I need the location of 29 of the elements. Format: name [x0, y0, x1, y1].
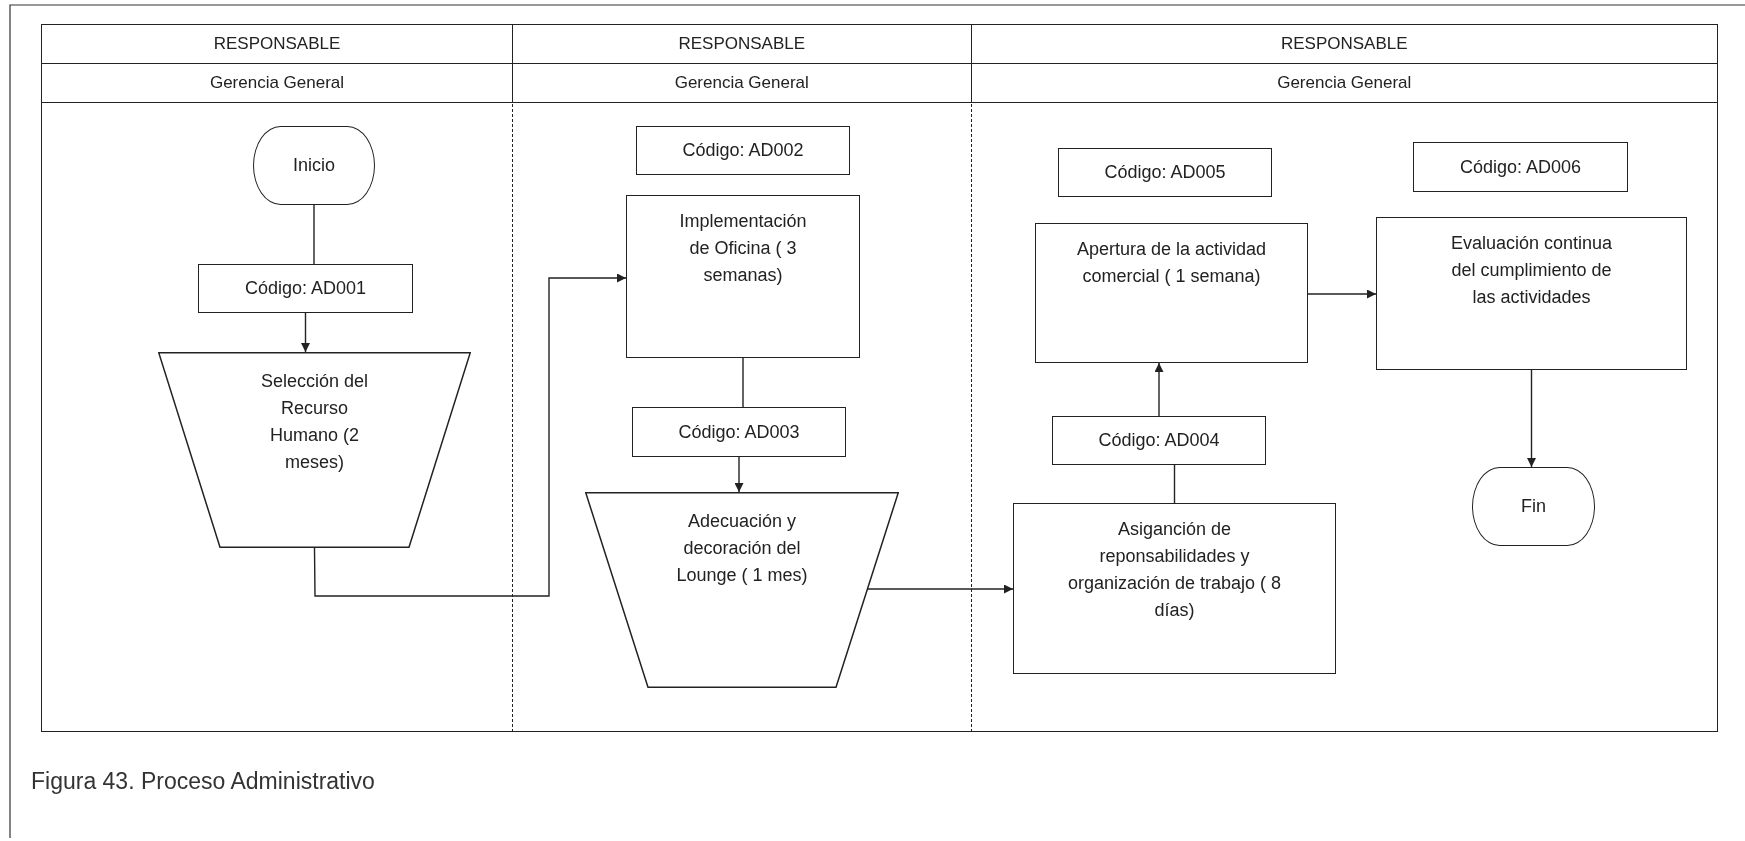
lane-header: RESPONSABLE	[970, 25, 1717, 64]
code-box: Código: AD005	[1058, 148, 1272, 197]
arrow	[1307, 289, 1377, 299]
code-box: Código: AD002	[636, 126, 850, 175]
process-box: Apertura de la actividad comercial ( 1 semana)	[1035, 223, 1308, 363]
lane-subheader: Gerencia General	[970, 64, 1717, 103]
code-box: Código: AD001	[198, 264, 413, 313]
figure-caption: Figura 43. Proceso Administrativo	[31, 768, 375, 795]
terminator-shape: Fin	[1472, 467, 1595, 546]
connector-line	[1173, 464, 1176, 504]
arrow	[867, 584, 1014, 594]
process-box: Implementación de Oficina ( 3 semanas)	[626, 195, 860, 358]
lane-header: RESPONSABLE	[511, 25, 971, 64]
code-box: Código: AD004	[1052, 416, 1266, 465]
process-box: Evaluación continua del cumplimiento de las actividades	[1376, 217, 1687, 370]
code-box: Código: AD003	[632, 407, 846, 457]
terminator-shape: Inicio	[253, 126, 375, 205]
manual-operation-trapezoid: Adecuación y decoración del Lounge ( 1 mes)	[585, 492, 899, 688]
connector-line	[742, 357, 744, 408]
arrow	[1154, 362, 1164, 417]
arrow	[313, 273, 627, 597]
arrow	[1527, 369, 1536, 468]
code-box: Código: AD006	[1413, 142, 1628, 192]
lane-subheader: Gerencia General	[511, 64, 971, 103]
process-box: Asiganción de reponsabilidades y organización de trabajo ( 8 días)	[1013, 503, 1336, 674]
manual-operation-trapezoid: Selección del Recurso Humano (2 meses)	[158, 352, 471, 548]
arrow	[734, 456, 744, 493]
connector-line	[313, 204, 315, 265]
arrow	[301, 312, 310, 353]
